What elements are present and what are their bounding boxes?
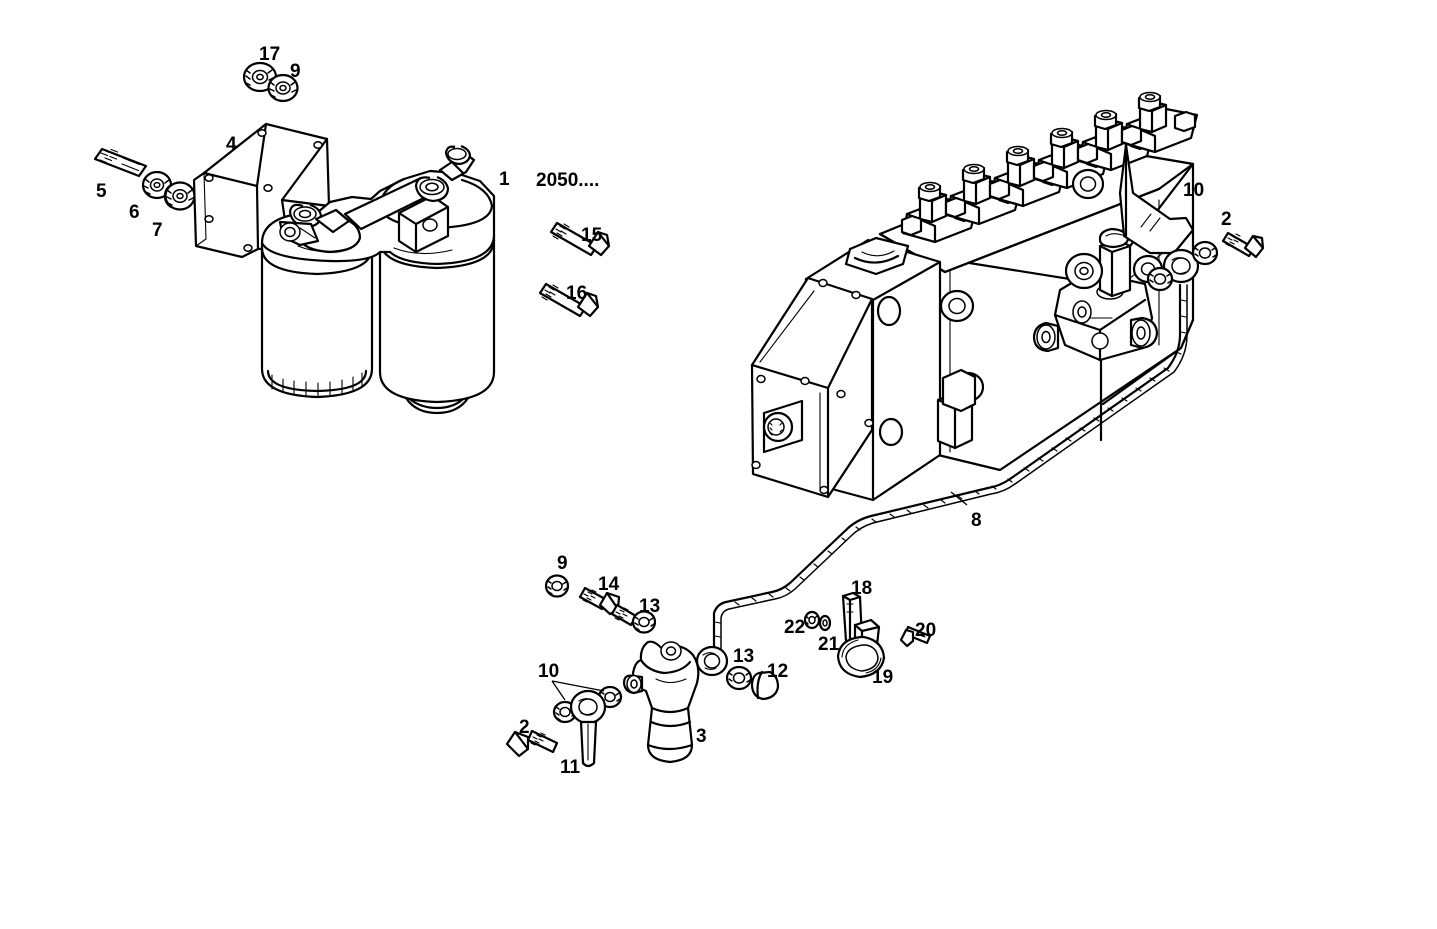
callout-7: 7: [152, 220, 163, 241]
callout-8: 8: [971, 510, 982, 531]
banjo-bolt-2-bottom: [505, 729, 559, 758]
nut-21: [818, 614, 832, 632]
callout-10-right: 10: [1183, 180, 1205, 201]
callout-5: 5: [96, 181, 107, 202]
leader-10b: [551, 680, 605, 692]
callout-3: 3: [696, 726, 707, 747]
callout-6: 6: [129, 202, 140, 223]
feed-pump-block: [1032, 227, 1159, 362]
banjo-fitting-at-pump: [1146, 248, 1200, 292]
callout-2-bottom: 2: [519, 717, 530, 738]
leader-10a: [551, 680, 566, 701]
banjo-fitting-at-primer: [695, 645, 729, 677]
hex-bolt-15: [549, 221, 611, 257]
callout-21: 21: [818, 634, 840, 655]
washer-22: [803, 610, 821, 630]
callout-14: 14: [598, 574, 620, 595]
callout-12: 12: [767, 661, 789, 682]
sealing-ring-13-left: [631, 610, 657, 634]
hand-primer-pump-3: [622, 640, 700, 764]
callout-22: 22: [784, 617, 806, 638]
callout-16: 16: [566, 283, 588, 304]
connector-fitting-14: [578, 586, 638, 627]
callout-13-right: 13: [733, 646, 755, 667]
sealing-ring-13-right: [725, 665, 753, 691]
callout-9-top: 9: [290, 61, 301, 82]
hex-bolt-16: [538, 282, 600, 318]
callout-13-left: 13: [639, 596, 661, 617]
washer-6: [141, 170, 173, 200]
callout-15: 15: [581, 225, 603, 246]
hose-clamp-19: [836, 635, 886, 679]
hollow-screw-11: [569, 689, 607, 768]
callout-19: 19: [872, 667, 894, 688]
sealing-ring-9-bottom: [544, 574, 570, 598]
sealing-ring-9-top-group: [267, 73, 299, 103]
fuel-line-8: [712, 283, 1188, 657]
injection-pump-assembly: [750, 91, 1199, 502]
sealing-ring-10-right: [1191, 240, 1219, 266]
leader-8: [950, 491, 968, 506]
callout-1: 1: [499, 169, 510, 190]
callout-2-right: 2: [1221, 209, 1232, 230]
callout-10-bottom: 10: [538, 661, 560, 682]
part-group-number: 2050....: [536, 170, 600, 191]
callout-17: 17: [259, 44, 281, 65]
cap-nut-12: [750, 670, 780, 701]
callout-20: 20: [915, 620, 937, 641]
callout-9-bottom: 9: [557, 553, 568, 574]
banjo-bolt-2-right: [1221, 231, 1265, 259]
screw-20: [899, 625, 932, 648]
nut-7: [163, 181, 196, 211]
double-fuel-filter-1: [260, 144, 496, 415]
callout-4: 4: [226, 134, 237, 155]
stud-bolt-5: [93, 147, 148, 178]
callout-11: 11: [560, 757, 581, 778]
pump-elements: [900, 91, 1199, 244]
callout-18: 18: [851, 578, 873, 599]
